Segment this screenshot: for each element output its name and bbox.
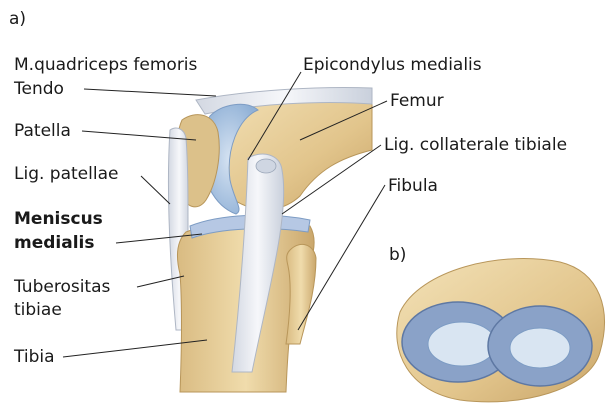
label-tendo: Tendo xyxy=(14,79,64,99)
label-femur: Femur xyxy=(390,91,444,111)
label-tibia: Tibia xyxy=(14,347,55,367)
label-tuberositas-line2: tibiae xyxy=(14,300,62,320)
medial-meniscus-inner xyxy=(510,328,570,368)
epicondyle-bump xyxy=(256,159,276,173)
leader-tendo xyxy=(84,89,216,96)
label-patella: Patella xyxy=(14,121,71,141)
label-meniscus-line1: Meniscus xyxy=(14,209,103,229)
label-meniscus-line2: medialis xyxy=(14,233,94,253)
leader-lig-patellae xyxy=(141,176,170,204)
label-fibula: Fibula xyxy=(388,176,438,196)
label-lig-patellae: Lig. patellae xyxy=(14,164,118,184)
panel-a-tag: a) xyxy=(9,9,26,29)
lateral-meniscus-inner xyxy=(428,322,496,366)
fibula-bone xyxy=(286,244,316,344)
label-tuberositas-line1: Tuberositas xyxy=(14,277,110,297)
label-lig-collaterale: Lig. collaterale tibiale xyxy=(384,135,567,155)
label-quadriceps: M.quadriceps femoris xyxy=(14,55,197,75)
panel-b-tag: b) xyxy=(389,245,406,265)
label-epicondylus: Epicondylus medialis xyxy=(303,55,482,75)
